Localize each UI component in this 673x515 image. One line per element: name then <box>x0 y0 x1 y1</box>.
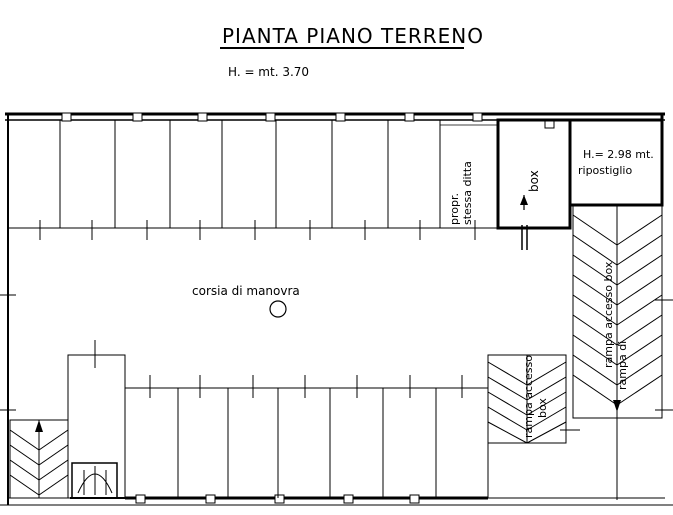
center-ramp <box>487 354 567 444</box>
svg-text:stessa ditta: stessa ditta <box>461 161 474 225</box>
left-block <box>67 340 126 499</box>
corsia-label: corsia di manovra <box>192 284 300 298</box>
lower-parking-stalls <box>124 360 489 498</box>
right-ramp-label: rampa accesso box rampa di <box>602 261 629 390</box>
propr-label: propr. stessa ditta <box>448 161 474 225</box>
outer-walls <box>0 112 673 506</box>
right-ramp <box>572 204 663 500</box>
side-ticks <box>0 294 673 431</box>
svg-text:rampa accesso: rampa accesso <box>522 355 535 438</box>
ripostiglio-label: ripostiglio <box>578 164 632 177</box>
svg-text:rampa di: rampa di <box>616 341 629 390</box>
left-ramp <box>9 419 69 499</box>
box-label: box <box>527 170 541 192</box>
svg-text:box: box <box>536 398 549 418</box>
height-note: H. = mt. 3.70 <box>228 65 309 79</box>
ripostiglio-height: H.= 2.98 mt. <box>583 148 654 161</box>
svg-text:propr.: propr. <box>448 193 461 225</box>
columns-bottom <box>135 494 420 504</box>
drawing-title: PIANTA PIANO TERRENO <box>222 24 484 48</box>
upper-parking-stalls <box>8 120 498 240</box>
center-ramp-label: rampa accesso box <box>522 355 549 438</box>
svg-text:rampa accesso box: rampa accesso box <box>602 261 615 368</box>
maneuver-marker <box>269 300 287 318</box>
ripostiglio-room <box>568 118 664 207</box>
